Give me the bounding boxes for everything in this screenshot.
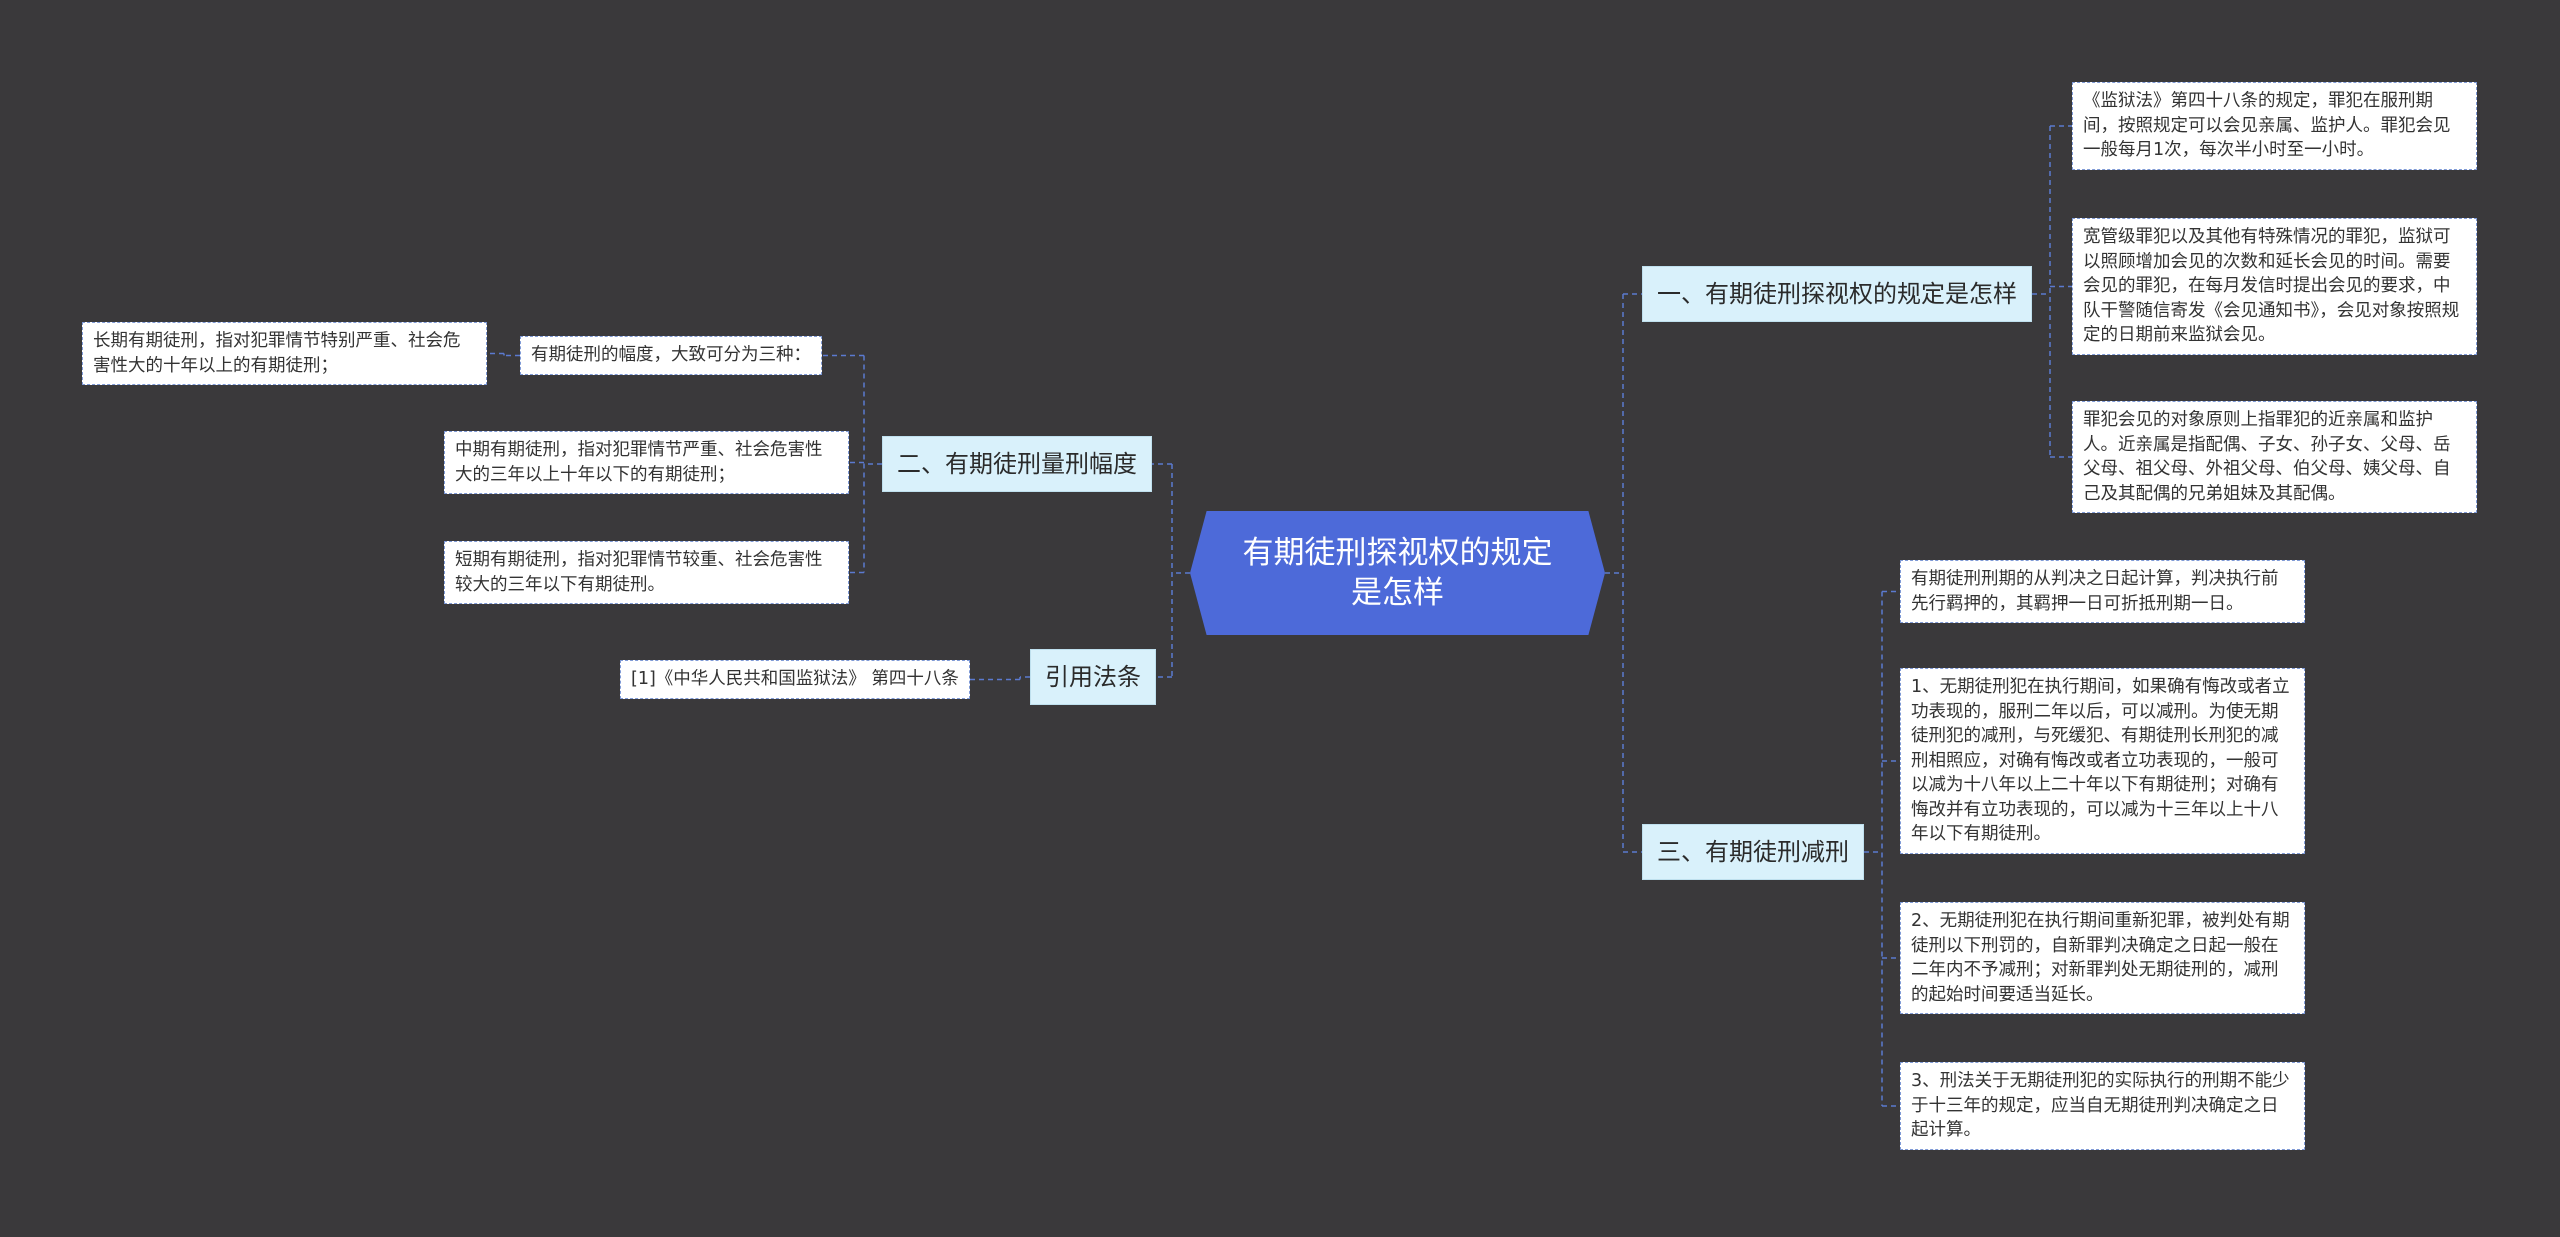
leaf-text: 有期徒刑刑期的从判决之日起计算，判决执行前先行羁押的，其羁押一日可折抵刑期一日。 <box>1911 569 2279 614</box>
branch-sentence-reduction[interactable]: 三、有期徒刑减刑 <box>1642 824 1864 880</box>
leaf-text: 罪犯会见的对象原则上指罪犯的近亲属和监护人。近亲属是指配偶、子女、孙子女、父母、… <box>2083 410 2451 504</box>
leaf-text: 1、无期徒刑犯在执行期间，如果确有悔改或者立功表现的，服刑二年以后，可以减刑。为… <box>1911 677 2290 844</box>
leaf-text: 宽管级罪犯以及其他有特殊情况的罪犯，监狱可以照顾增加会见的次数和延长会见的时间。… <box>2083 227 2460 345</box>
branch-label: 引用法条 <box>1045 663 1141 691</box>
branch-visitation-rules[interactable]: 一、有期徒刑探视权的规定是怎样 <box>1642 266 2032 322</box>
connector-b4 <box>970 676 1030 681</box>
leaf-prison-law-article48[interactable]: 《监狱法》第四十八条的规定，罪犯在服刑期间，按照规定可以会见亲属、监护人。罪犯会… <box>2072 82 2477 170</box>
branch-sentencing-range[interactable]: 二、有期徒刑量刑幅度 <box>882 436 1152 492</box>
leaf-reduction-item2[interactable]: 2、无期徒刑犯在执行期间重新犯罪，被判处有期徒刑以下刑罚的，自新罪判决确定之日起… <box>1900 902 2305 1014</box>
connector-b3 <box>1864 590 1900 1107</box>
branch-label: 二、有期徒刑量刑幅度 <box>897 450 1137 478</box>
leaf-text: 《监狱法》第四十八条的规定，罪犯在服刑期间，按照规定可以会见亲属、监护人。罪犯会… <box>2083 91 2451 160</box>
leaf-text: 中期有期徒刑，指对犯罪情节严重、社会危害性大的三年以上十年以下的有期徒刑； <box>455 440 823 485</box>
connector-l2i <box>487 352 520 357</box>
leaf-reduction-item3[interactable]: 3、刑法关于无期徒刑犯的实际执行的刑期不能少于十三年的规定，应当自无期徒刑判决确… <box>1900 1062 2305 1150</box>
leaf-short-term[interactable]: 短期有期徒刑，指对犯罪情节较重、社会危害性较大的三年以下有期徒刑。 <box>444 541 849 604</box>
leaf-text: 2、无期徒刑犯在执行期间重新犯罪，被判处有期徒刑以下刑罚的，自新罪判决确定之日起… <box>1911 911 2290 1005</box>
leaf-medium-term[interactable]: 中期有期徒刑，指对犯罪情节严重、社会危害性大的三年以上十年以下的有期徒刑； <box>444 431 849 494</box>
leaf-text: 长期有期徒刑，指对犯罪情节特别严重、社会危害性大的十年以上的有期徒刑； <box>93 331 461 376</box>
leaf-text: 短期有期徒刑，指对犯罪情节较重、社会危害性较大的三年以下有期徒刑。 <box>455 550 823 595</box>
leaf-term-calculation[interactable]: 有期徒刑刑期的从判决之日起计算，判决执行前先行羁押的，其羁押一日可折抵刑期一日。 <box>1900 560 2305 623</box>
connector-root <box>1152 463 1190 678</box>
leaf-text: [1]《中华人民共和国监狱法》 第四十八条 <box>631 669 959 689</box>
leaf-range-intro[interactable]: 有期徒刑的幅度，大致可分为三种： <box>520 336 822 375</box>
leaf-text: 3、刑法关于无期徒刑犯的实际执行的刑期不能少于十三年的规定，应当自无期徒刑判决确… <box>1911 1071 2290 1140</box>
leaf-long-term[interactable]: 长期有期徒刑，指对犯罪情节特别严重、社会危害性大的十年以上的有期徒刑； <box>82 322 487 385</box>
leaf-extra-visits[interactable]: 宽管级罪犯以及其他有特殊情况的罪犯，监狱可以照顾增加会见的次数和延长会见的时间。… <box>2072 218 2477 355</box>
branch-label: 一、有期徒刑探视权的规定是怎样 <box>1657 280 2017 308</box>
branch-label: 三、有期徒刑减刑 <box>1657 838 1849 866</box>
connector-b2 <box>822 354 882 574</box>
leaf-visit-relatives[interactable]: 罪犯会见的对象原则上指罪犯的近亲属和监护人。近亲属是指配偶、子女、孙子女、父母、… <box>2072 401 2477 513</box>
connector-root <box>1605 293 1642 853</box>
branch-cited-law[interactable]: 引用法条 <box>1030 649 1156 705</box>
central-topic-label: 有期徒刑探视权的规定是怎样 <box>1242 535 1553 611</box>
leaf-citation[interactable]: [1]《中华人民共和国监狱法》 第四十八条 <box>620 660 970 699</box>
leaf-text: 有期徒刑的幅度，大致可分为三种： <box>531 345 811 365</box>
leaf-reduction-item1[interactable]: 1、无期徒刑犯在执行期间，如果确有悔改或者立功表现的，服刑二年以后，可以减刑。为… <box>1900 668 2305 854</box>
connector-b1 <box>2032 125 2072 458</box>
central-topic[interactable]: 有期徒刑探视权的规定是怎样 <box>1190 511 1605 635</box>
